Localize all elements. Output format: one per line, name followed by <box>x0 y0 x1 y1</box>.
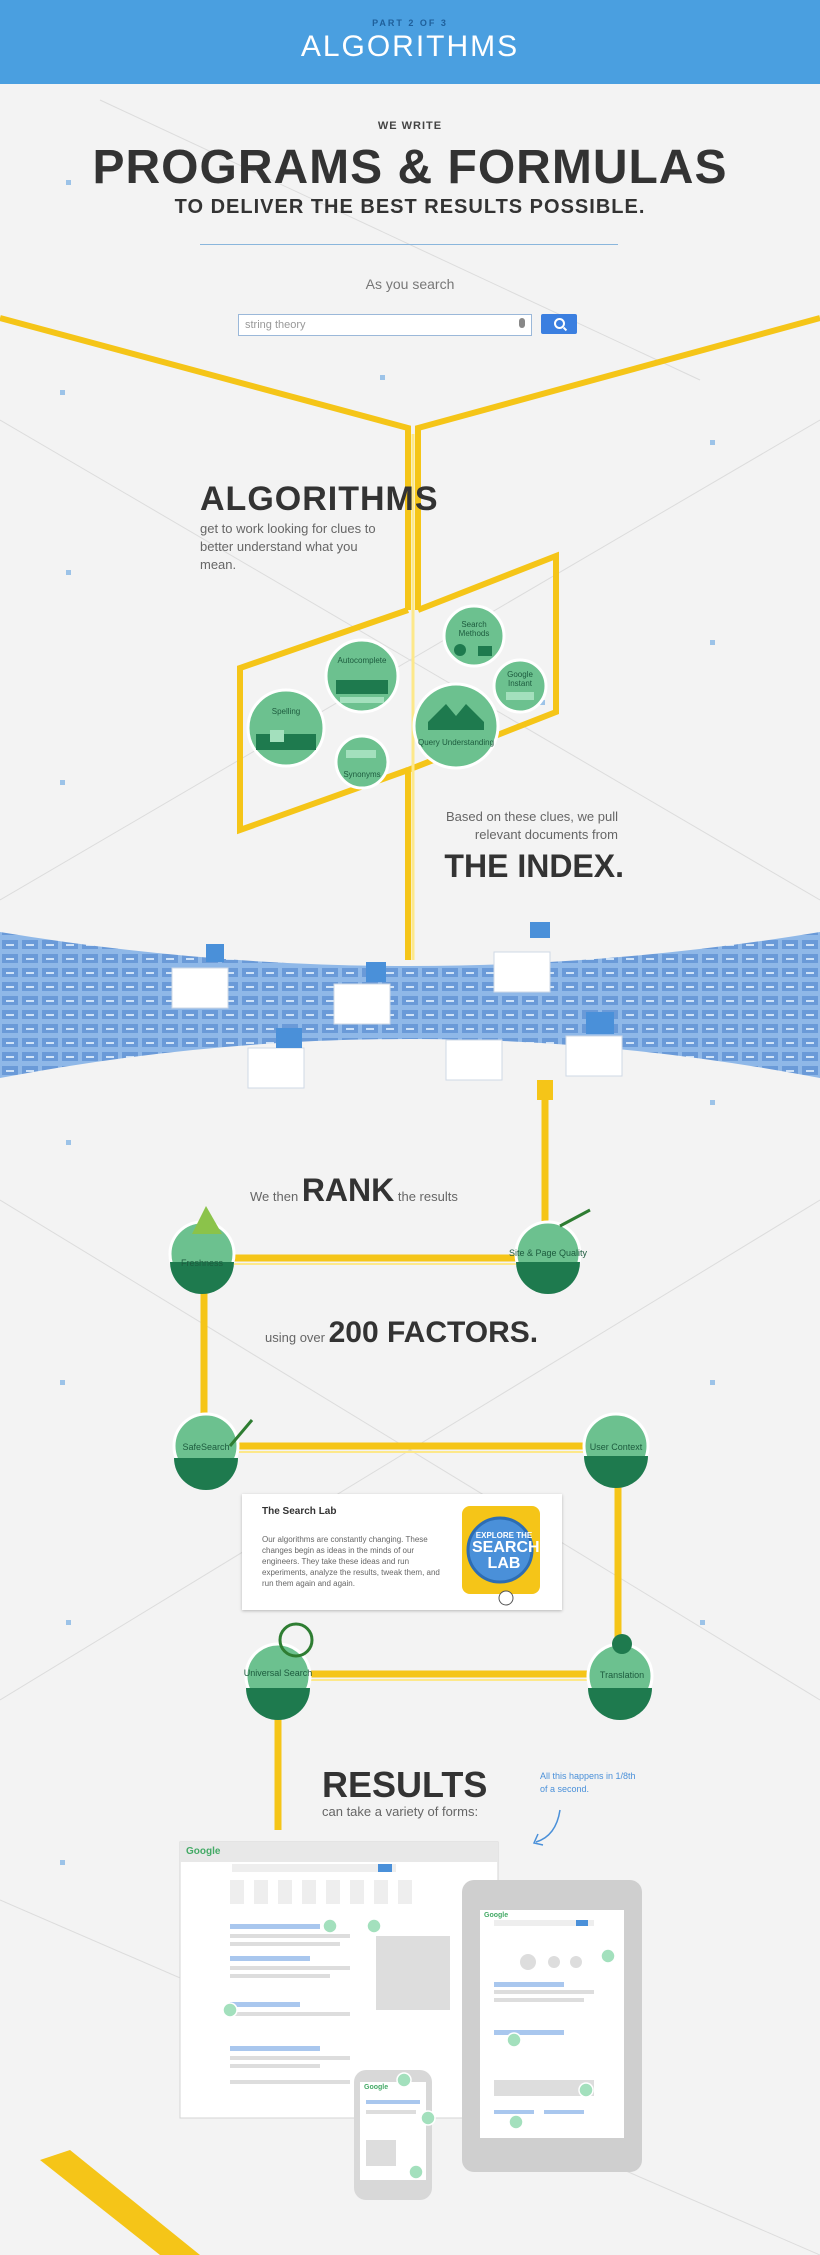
search-lab-title: The Search Lab <box>262 1506 337 1517</box>
search-lab-badge-main: SEARCH LAB <box>472 1539 540 1572</box>
search-lab-badge-text[interactable]: EXPLORE THE SEARCH LAB <box>472 1531 540 1572</box>
clue-search-methods: Search Methods <box>458 620 490 638</box>
google-logo-tablet: Google <box>484 1912 509 1919</box>
header-banner: PART 2 OF 3 ALGORITHMS <box>0 0 820 84</box>
index-intro: Based on these clues, we pull relevant d… <box>446 809 618 842</box>
node-translation: Translation <box>599 1670 645 1680</box>
deliver-heading: TO DELIVER THE BEST RESULTS POSSIBLE. <box>174 196 646 218</box>
results-heading: RESULTS <box>322 1764 488 1805</box>
node-site-page-quality: Site & Page Quality <box>508 1248 588 1258</box>
timing-note: All this happens in 1/8th of a second. <box>540 1771 636 1794</box>
search-lab-text: Our algorithms are constantly changing. … <box>262 1535 440 1588</box>
divider <box>200 244 618 245</box>
rank-suffix: the results <box>397 1189 458 1204</box>
factors-count: 200 FACTORS. <box>328 1316 539 1349</box>
clue-synonyms: Synonyms <box>343 770 381 779</box>
node-user-context: User Context <box>589 1442 643 1452</box>
rank-word: RANK <box>301 1172 395 1208</box>
search-button[interactable] <box>541 314 577 334</box>
clue-spelling: Spelling <box>271 707 301 716</box>
node-safesearch: SafeSearch <box>182 1442 230 1452</box>
algorithms-description: get to work looking for clues to better … <box>200 521 376 572</box>
rank-prefix: We then <box>250 1189 299 1204</box>
algorithms-heading: ALGORITHMS <box>200 480 439 518</box>
factors-line: using over 200 FACTORS. <box>265 1316 538 1350</box>
index-heading: THE INDEX. <box>444 848 624 884</box>
clue-autocomplete: Autocomplete <box>337 656 387 665</box>
search-box <box>238 314 532 336</box>
node-universal-search: Universal Search <box>243 1668 313 1678</box>
clue-query-understanding: Query Understanding <box>417 738 495 747</box>
rank-line: We then RANK the results <box>250 1172 458 1209</box>
part-label: PART 2 OF 3 <box>372 18 448 28</box>
search-icon <box>554 318 565 329</box>
programs-heading: PROGRAMS & FORMULAS <box>92 141 728 194</box>
factors-prefix: using over <box>265 1330 325 1345</box>
node-freshness: Freshness <box>180 1258 224 1268</box>
as-you-search-label: As you search <box>365 276 455 292</box>
results-subheading: can take a variety of forms: <box>322 1804 479 1819</box>
google-logo-phone: Google <box>364 2084 389 2091</box>
page-title: ALGORITHMS <box>300 30 520 63</box>
search-lab-badge-top: EXPLORE THE <box>475 1531 533 1540</box>
google-logo-desktop: Google <box>186 1846 221 1857</box>
we-write-label: WE WRITE <box>377 120 443 132</box>
search-input[interactable] <box>243 317 507 333</box>
mic-icon[interactable] <box>519 318 525 328</box>
clue-google-instant: Google Instant <box>507 670 533 688</box>
